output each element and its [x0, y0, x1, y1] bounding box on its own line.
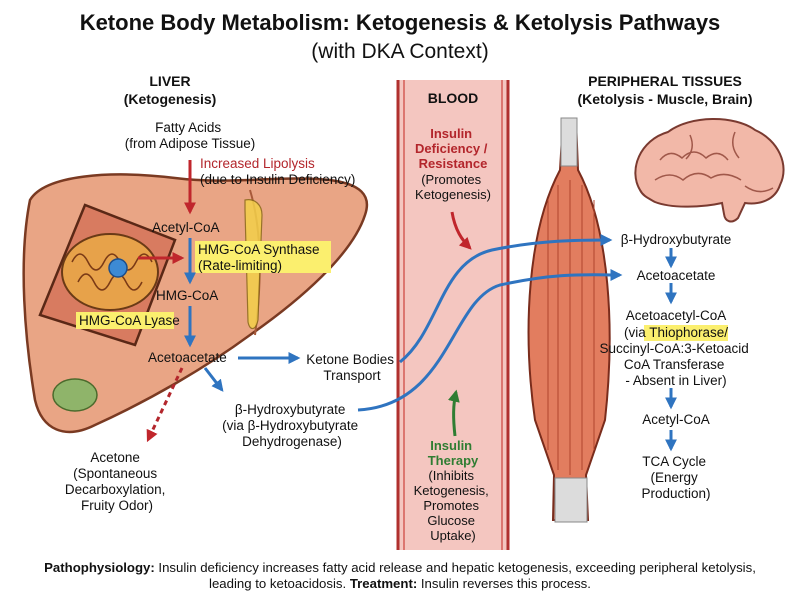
patho-text: Insulin deficiency increases fatty acid …	[154, 560, 756, 591]
liver-header: LIVER	[149, 73, 190, 89]
lipolysis-label: Increased Lipolysis	[200, 156, 315, 171]
acetone-label: Acetone (Spontaneous Decarboxylation, Fr…	[65, 450, 169, 513]
hmg-synthase-label: HMG-CoA Synthase	[198, 242, 320, 257]
thiophorase-line: (via Thiophorase/	[624, 325, 728, 340]
bhb-peripheral: β-Hydroxybutyrate	[621, 232, 732, 247]
title-line1: Ketone Body Metabolism: Ketogenesis & Ke…	[80, 10, 721, 35]
to-bhb-arrow	[203, 367, 224, 392]
fatty-acids-label: Fatty Acids (from Adipose Tissue)	[125, 120, 256, 151]
insulin-deficiency-arrow	[450, 211, 472, 250]
acetyl-coa-liver: Acetyl-CoA	[152, 220, 220, 235]
thiophorase-label: Thiophorase/	[649, 325, 728, 340]
blood-header: BLOOD	[428, 90, 479, 106]
treatment-label: Treatment:	[349, 576, 418, 591]
hmg-coa-label: HMG-CoA	[156, 288, 218, 303]
liver-subheader: (Ketogenesis)	[124, 91, 217, 107]
footer-note: Pathophysiology: Insulin deficiency incr…	[30, 560, 770, 592]
insulin-therapy-arrow	[447, 389, 460, 437]
hmg-lyase-label: HMG-CoA Lyase	[79, 313, 180, 328]
bhb-liver-label: β-Hydroxybutyrate (via β-Hydroxybutyrate…	[222, 402, 362, 449]
acetyl-coa-peripheral: Acetyl-CoA	[642, 412, 710, 427]
thiophorase-highlight	[644, 325, 728, 341]
peripheral-header: PERIPHERAL TISSUES	[588, 73, 742, 89]
treatment-text: Insulin reverses this process.	[417, 576, 591, 591]
title-line2: (with DKA Context)	[311, 40, 488, 63]
to-acetone-arrow	[146, 367, 184, 443]
lipolysis-sublabel: (due to Insulin Deficiency)	[200, 172, 355, 187]
transport-label: Ketone Bodies Transport	[306, 352, 398, 383]
therapy-effects-label: (Inhibits Ketogenesis, Promotes Glucose …	[414, 468, 493, 543]
promotes-ketogenesis-label: (Promotes Ketogenesis)	[415, 172, 491, 202]
enzyme-label: Succinyl-CoA:3-Ketoacid CoA Transferase …	[599, 341, 752, 388]
mitochondrion-icon	[38, 203, 177, 347]
muscle-illustration	[527, 117, 611, 523]
insulin-therapy-label: Insulin Therapy	[428, 438, 479, 468]
acetoacetate-peripheral: Acetoacetate	[637, 268, 716, 283]
acetoacetyl-coa-label: Acetoacetyl-CoA	[626, 308, 727, 323]
to-peripheral-bhb-arrow	[399, 234, 613, 364]
blood-vessel	[396, 80, 510, 550]
tca-cycle-label: TCA Cycle (Energy Production)	[641, 454, 710, 501]
patho-label: Pathophysiology:	[44, 560, 155, 575]
hmg-synthase-highlight	[195, 241, 331, 273]
hmg-lyase-highlight	[76, 312, 174, 329]
peripheral-subheader: (Ketolysis - Muscle, Brain)	[577, 91, 752, 107]
brain-illustration	[634, 118, 785, 223]
insulin-deficiency-label: Insulin Deficiency / Resistance	[415, 126, 491, 171]
hmg-synthase-sublabel: (Rate-limiting)	[198, 258, 282, 273]
to-peripheral-acetoacetate-arrow	[357, 268, 623, 412]
acetoacetate-liver: Acetoacetate	[148, 350, 227, 365]
